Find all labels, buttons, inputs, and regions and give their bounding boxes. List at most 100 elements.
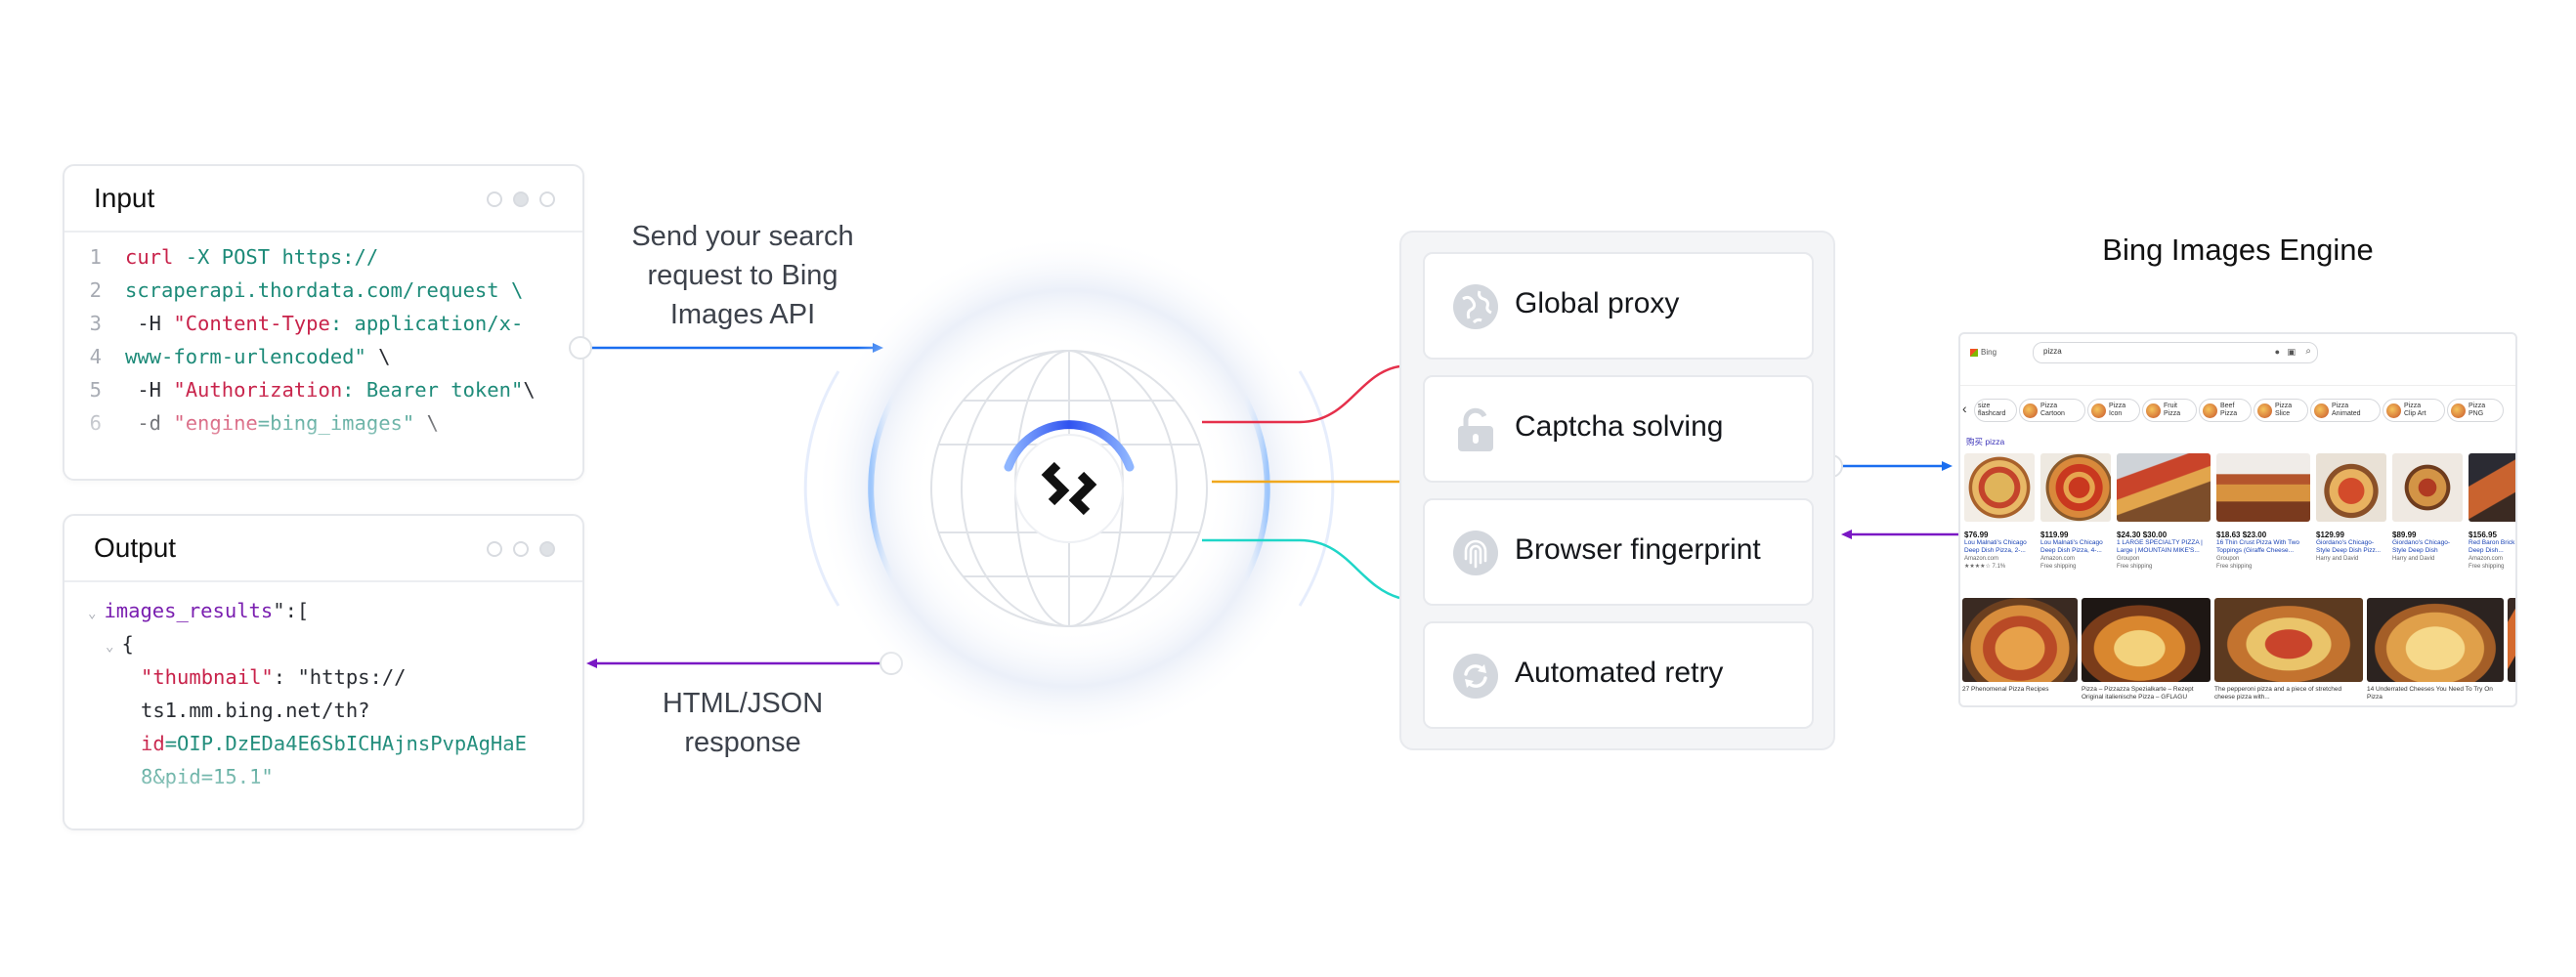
feature-browser-fingerprint: Browser fingerprint bbox=[1423, 498, 1814, 606]
product-image[interactable] bbox=[2316, 453, 2386, 522]
image-result[interactable] bbox=[2082, 598, 2211, 682]
bing-logo-icon bbox=[1970, 349, 1978, 357]
product-image[interactable] bbox=[2117, 453, 2211, 522]
chip-label: Pizza Animated bbox=[2332, 403, 2361, 417]
globe-glow-left-outer bbox=[803, 370, 840, 607]
code-token: "thumbnail" bbox=[141, 665, 274, 689]
input-fade bbox=[64, 391, 582, 479]
chip-label: Pizza Icon bbox=[2109, 403, 2126, 417]
product-store: Amazon.com bbox=[1964, 556, 1999, 562]
product-image[interactable] bbox=[2392, 453, 2463, 522]
chip-label: Pizza Slice bbox=[2275, 403, 2293, 417]
related-chip[interactable]: Pizza Animated bbox=[2310, 399, 2381, 422]
product-note: ★★★★☆ 7.1% bbox=[1964, 564, 2006, 570]
related-chip[interactable]: Pizza Clip Art bbox=[2383, 399, 2445, 422]
chip-thumbnail bbox=[2146, 403, 2161, 418]
product-title[interactable]: Giordano's Chicago-Style Deep Dish bbox=[2392, 539, 2451, 554]
chip-thumbnail bbox=[2314, 403, 2329, 418]
shopping-section-title: 购买 pizza bbox=[1966, 437, 2005, 446]
chip-thumbnail bbox=[2257, 403, 2272, 418]
product-store: Groupon bbox=[2216, 556, 2240, 562]
product-title[interactable]: Lou Malnati's Chicago Deep Dish Pizza, 4… bbox=[2040, 539, 2103, 554]
search-icon[interactable]: ⌕ bbox=[2305, 346, 2311, 357]
feature-captcha-solving: Captcha solving bbox=[1423, 375, 1814, 483]
output-card: Output ⌄images_results":[⌄{"thumbnail": … bbox=[63, 514, 584, 830]
feature-global-proxy: Global proxy bbox=[1423, 252, 1814, 360]
chip-thumbnail bbox=[2386, 403, 2401, 418]
chips-back-icon[interactable]: ‹ bbox=[1962, 401, 1967, 416]
product-price: $76.99 bbox=[1964, 531, 1989, 539]
response-caption: HTML/JSON response bbox=[662, 688, 824, 758]
code-token: scraperapi.thordata.com/request \ bbox=[125, 278, 524, 302]
product-note: Free shipping bbox=[2216, 564, 2253, 570]
mic-icon[interactable]: ● bbox=[2274, 347, 2280, 357]
chip-label: Beef Pizza bbox=[2220, 403, 2238, 417]
image-result[interactable] bbox=[1962, 598, 2078, 682]
product-image[interactable] bbox=[1964, 453, 2035, 522]
engine-title: Bing Images Engine bbox=[2102, 233, 2374, 267]
to-bing-arrowhead bbox=[1942, 461, 1953, 471]
related-chip[interactable]: Pizza Icon bbox=[2087, 399, 2140, 422]
bing-search-box[interactable]: pizza ● ▣ ⌕ bbox=[2033, 342, 2318, 363]
camera-icon[interactable]: ▣ bbox=[2287, 347, 2296, 357]
code-line: ⌄{ bbox=[106, 627, 134, 660]
line-number: 3 bbox=[89, 312, 102, 335]
related-chip[interactable]: Pizza PNG bbox=[2447, 399, 2504, 422]
product-title[interactable]: 1 LARGE SPECIALTY PIZZA | Large | MOUNTA… bbox=[2117, 539, 2203, 554]
product-note: Free shipping bbox=[2117, 564, 2153, 570]
product-price: $18.63 $23.00 bbox=[2216, 531, 2267, 539]
code-token: https:// bbox=[281, 245, 379, 269]
related-chip[interactable]: Pizza Cartoon bbox=[2019, 399, 2085, 422]
image-result[interactable] bbox=[2508, 598, 2515, 682]
image-caption: 27 Phenomenal Pizza Recipes bbox=[1962, 686, 2049, 693]
related-chip[interactable]: Pizza Slice bbox=[2254, 399, 2308, 422]
related-chip[interactable]: Fruit Pizza bbox=[2142, 399, 2197, 422]
product-image[interactable] bbox=[2469, 453, 2515, 522]
product-price: $89.99 bbox=[2392, 531, 2417, 539]
feature-label: Automated retry bbox=[1515, 657, 1724, 689]
product-image[interactable] bbox=[2040, 453, 2111, 522]
window-dot bbox=[513, 191, 529, 207]
product-title[interactable]: Giordano's Chicago-Style Deep Dish Pizz.… bbox=[2316, 539, 2382, 554]
related-chip[interactable]: Beef Pizza bbox=[2199, 399, 2252, 422]
related-chip[interactable]: size flashcard bbox=[1974, 399, 2017, 422]
product-image[interactable] bbox=[2216, 453, 2310, 522]
globe-glow-right bbox=[1238, 389, 1270, 588]
product-price: $24.30 $30.00 bbox=[2117, 531, 2168, 539]
code-token: \ bbox=[365, 345, 391, 368]
feature-label: Browser fingerprint bbox=[1515, 533, 1761, 566]
logo-mark bbox=[1041, 461, 1097, 516]
product-price: $119.99 bbox=[2040, 531, 2069, 539]
chip-label: size flashcard bbox=[1978, 403, 2006, 417]
image-result[interactable] bbox=[2214, 598, 2363, 682]
request-node bbox=[569, 336, 592, 360]
globe-icon bbox=[1453, 284, 1498, 329]
chip-label: Pizza Clip Art bbox=[2404, 403, 2426, 417]
request-caption: Send your search request to Bing Images … bbox=[631, 221, 854, 330]
product-title[interactable]: Red Baron Brick Oven Deep Dish... bbox=[2469, 539, 2515, 554]
product-title[interactable]: Lou Malnati's Chicago Deep Dish Pizza, 2… bbox=[1964, 539, 2027, 554]
image-result[interactable] bbox=[2367, 598, 2504, 682]
connector-red bbox=[1202, 364, 1400, 424]
line-number: 1 bbox=[89, 245, 102, 269]
product-note: Free shipping bbox=[2469, 564, 2505, 570]
output-card-title: Output bbox=[94, 532, 177, 563]
input-card-title: Input bbox=[94, 183, 155, 213]
code-line: ts1.mm.bing.net/th? bbox=[123, 694, 370, 727]
code-token: ts1.mm.bing.net/th? bbox=[141, 699, 370, 722]
collapse-chevron-icon[interactable]: ⌄ bbox=[88, 606, 97, 621]
product-title[interactable]: 16 Thin Crust Pizza With Two Toppings (G… bbox=[2216, 539, 2300, 554]
collapse-chevron-icon[interactable]: ⌄ bbox=[106, 639, 114, 655]
product-store: Amazon.com bbox=[2040, 556, 2076, 562]
globe-glow-right-outer bbox=[1298, 370, 1335, 607]
